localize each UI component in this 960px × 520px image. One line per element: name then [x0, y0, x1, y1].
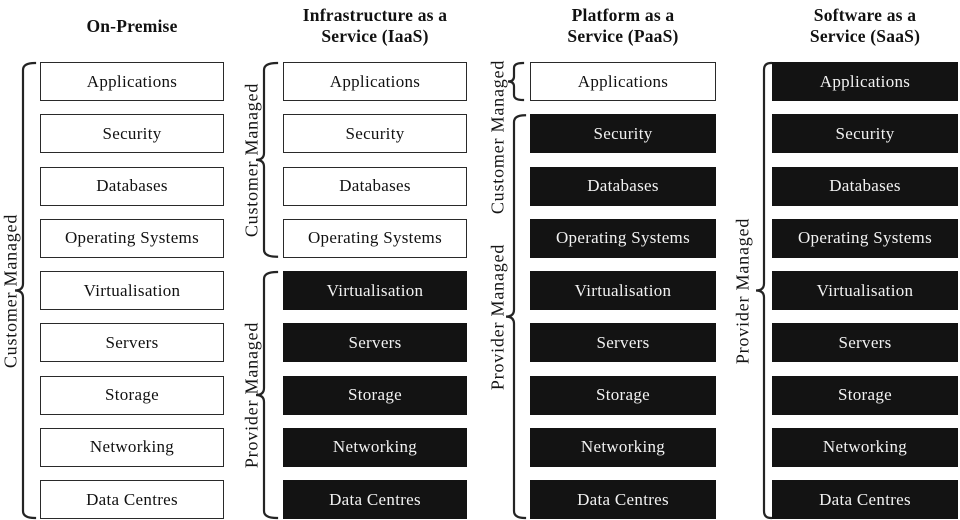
layer-iaas-operating-systems: Operating Systems — [283, 218, 467, 258]
bracket-label-iaas-customer-managed: Customer Managed — [241, 82, 262, 238]
bracket-label-saas-provider-managed: Provider Managed — [732, 217, 753, 364]
layer-iaas-storage: Storage — [283, 375, 467, 415]
bracket-label-paas-provider-managed: Provider Managed — [487, 243, 508, 390]
layer-iaas-databases: Databases — [283, 166, 467, 206]
column-title-line: Platform as a — [571, 5, 675, 25]
layer-iaas-networking: Networking — [283, 427, 467, 467]
layer-saas-servers: Servers — [772, 323, 958, 363]
layer-paas-servers: Servers — [530, 323, 716, 363]
layer-paas-data-centres: Data Centres — [530, 480, 716, 519]
layer-on-premise-virtualisation: Virtualisation — [40, 271, 224, 310]
layer-saas-networking: Networking — [772, 427, 958, 467]
layer-paas-applications: Applications — [530, 62, 716, 101]
layer-on-premise-operating-systems: Operating Systems — [40, 218, 224, 258]
bracket-paas-provider-managed — [505, 114, 527, 520]
layer-on-premise-networking: Networking — [40, 427, 224, 467]
bracket-saas-provider-managed — [755, 61, 773, 520]
column-title-line: Software as a — [813, 5, 917, 25]
layer-on-premise-applications: Applications — [40, 62, 224, 101]
layer-on-premise-servers: Servers — [40, 323, 224, 363]
layer-on-premise-security: Security — [40, 114, 224, 154]
layer-paas-databases: Databases — [530, 166, 716, 206]
column-title-on-premise: On-Premise — [40, 3, 224, 49]
layer-iaas-data-centres: Data Centres — [283, 480, 467, 519]
layer-paas-networking: Networking — [530, 427, 716, 467]
layer-iaas-virtualisation: Virtualisation — [283, 271, 467, 310]
column-title-line: On-Premise — [86, 15, 178, 36]
layer-iaas-applications: Applications — [283, 62, 467, 101]
bracket-paas-customer-managed — [507, 61, 525, 102]
layer-saas-operating-systems: Operating Systems — [772, 218, 958, 258]
layer-paas-virtualisation: Virtualisation — [530, 271, 716, 310]
layer-saas-security: Security — [772, 114, 958, 154]
layer-paas-security: Security — [530, 114, 716, 154]
layer-saas-databases: Databases — [772, 166, 958, 206]
column-title-line: Service (SaaS) — [809, 26, 921, 46]
bracket-label-paas-customer-managed: Customer Managed — [487, 59, 508, 215]
column-title-line: Service (IaaS) — [321, 26, 429, 46]
layer-iaas-servers: Servers — [283, 323, 467, 363]
layer-on-premise-storage: Storage — [40, 375, 224, 415]
layer-on-premise-data-centres: Data Centres — [40, 480, 224, 519]
bracket-label-iaas-provider-managed: Provider Managed — [241, 321, 262, 469]
layer-saas-storage: Storage — [772, 375, 958, 415]
layer-iaas-security: Security — [283, 114, 467, 154]
layer-paas-storage: Storage — [530, 375, 716, 415]
column-title-line: Service (PaaS) — [567, 26, 679, 46]
layer-saas-data-centres: Data Centres — [772, 480, 958, 519]
layer-on-premise-databases: Databases — [40, 166, 224, 206]
bracket-label-on-premise-customer-managed: Customer Managed — [0, 213, 21, 368]
column-title-line: Infrastructure as a — [302, 5, 448, 25]
layer-saas-applications: Applications — [772, 62, 958, 101]
layer-saas-virtualisation: Virtualisation — [772, 271, 958, 310]
layer-paas-operating-systems: Operating Systems — [530, 218, 716, 258]
